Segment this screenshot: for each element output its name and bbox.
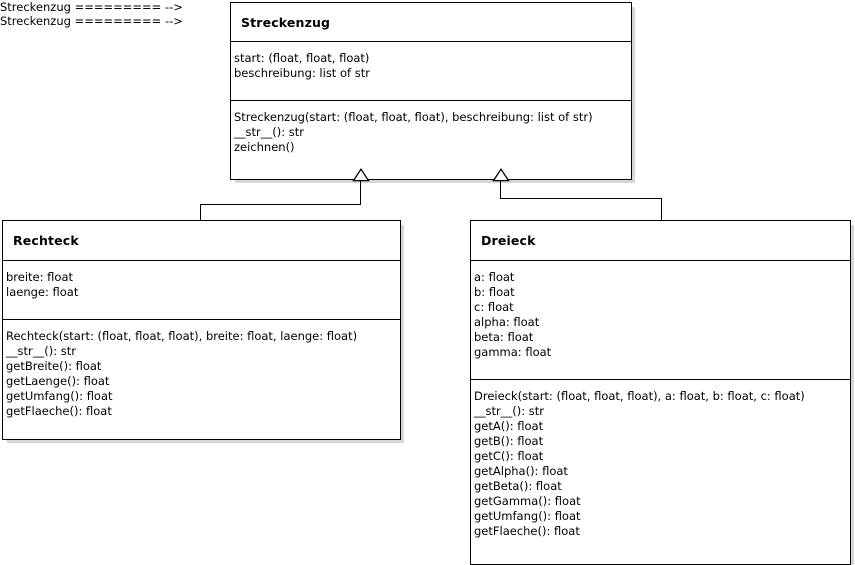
attribute-line: a: float xyxy=(474,270,515,284)
operations-compartment-dreieck: Dreieck(start: (float, float, float), a:… xyxy=(471,380,850,539)
operations-compartment-streckenzug: Streckenzug(start: (float, float, float)… xyxy=(231,101,631,155)
class-box-dreieck[interactable]: Dreieck a: float b: float c: float alpha… xyxy=(470,220,851,565)
operation-line: getAlpha(): float xyxy=(474,464,568,478)
connector-segment xyxy=(200,204,202,221)
attribute-line: beta: float xyxy=(474,330,534,344)
class-name-compartment-rechteck: Rechteck xyxy=(3,221,400,261)
operation-line: getB(): float xyxy=(474,434,544,448)
operation-line: Rechteck(start: (float, float, float), b… xyxy=(6,329,358,343)
class-title-dreieck: Dreieck xyxy=(481,233,536,248)
connector-segment xyxy=(360,180,362,205)
operation-line: getFlaeche(): float xyxy=(474,524,580,538)
operation-line: Streckenzug(start: (float, float, float)… xyxy=(234,110,593,124)
class-name-compartment-dreieck: Dreieck xyxy=(471,221,850,261)
operation-line: getBreite(): float xyxy=(6,359,102,373)
operation-line: getGamma(): float xyxy=(474,494,581,508)
attribute-line: b: float xyxy=(474,285,515,299)
attributes-compartment-dreieck: a: float b: float c: float alpha: float … xyxy=(471,261,850,380)
attribute-line: laenge: float xyxy=(6,285,79,299)
operation-line: __str__(): str xyxy=(474,404,544,418)
operations-compartment-rechteck: Rechteck(start: (float, float, float), b… xyxy=(3,320,400,419)
operation-line: __str__(): str xyxy=(234,125,304,139)
class-title-streckenzug: Streckenzug xyxy=(241,14,331,30)
connector-segment xyxy=(500,198,662,200)
operation-line: getC(): float xyxy=(474,449,544,463)
operation-line: getA(): float xyxy=(474,419,544,433)
attribute-line: start: (float, float, float) xyxy=(234,51,370,65)
class-name-compartment-streckenzug: Streckenzug xyxy=(231,3,631,42)
operation-line: zeichnen() xyxy=(234,140,295,154)
attribute-line: c: float xyxy=(474,300,514,314)
operation-line: __str__(): str xyxy=(6,344,76,358)
class-box-streckenzug[interactable]: Streckenzug start: (float, float, float)… xyxy=(230,2,632,180)
operation-line: getBeta(): float xyxy=(474,479,562,493)
class-title-rechteck: Rechteck xyxy=(13,233,79,248)
connector-segment xyxy=(200,204,361,206)
attribute-line: gamma: float xyxy=(474,345,552,359)
attributes-compartment-streckenzug: start: (float, float, float) beschreibun… xyxy=(231,42,631,101)
operation-line: Dreieck(start: (float, float, float), a:… xyxy=(474,389,805,403)
operation-line: getLaenge(): float xyxy=(6,374,110,388)
operation-line: getUmfang(): float xyxy=(474,509,581,523)
operation-line: getUmfang(): float xyxy=(6,389,113,403)
connector-segment xyxy=(500,180,502,199)
class-box-rechteck[interactable]: Rechteck breite: float laenge: float Rec… xyxy=(2,220,401,440)
attributes-compartment-rechteck: breite: float laenge: float xyxy=(3,261,400,320)
attribute-line: breite: float xyxy=(6,270,73,284)
operation-line: getFlaeche(): float xyxy=(6,404,112,418)
connector-segment xyxy=(661,198,663,221)
attribute-line: beschreibung: list of str xyxy=(234,66,370,80)
attribute-line: alpha: float xyxy=(474,315,540,329)
